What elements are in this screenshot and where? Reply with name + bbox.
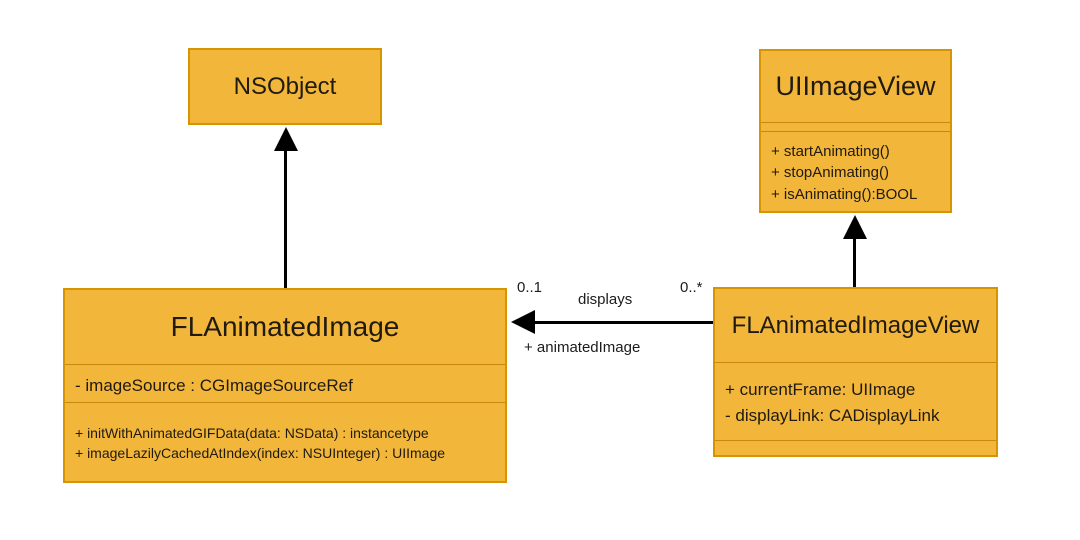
inheritance-arrowhead-icon [274,127,298,151]
association-arrowhead-icon [511,310,535,334]
method-line: + imageLazilyCachedAtIndex(index: NSUInt… [75,445,446,462]
inheritance-arrowhead-icon [843,215,867,239]
class-box-nsobject[interactable]: NSObject [188,48,382,125]
attributes-compartment-flanimatedimage: - imageSource : CGImageSourceRef [65,365,505,403]
method-line: + initWithAnimatedGIFData(data: NSData) … [75,425,429,441]
method-line: + isAnimating():BOOL [771,185,918,203]
multiplicity-label-target: 0..1 [517,279,543,296]
inheritance-edge-flanimatedimageview-uiimageview [853,236,856,287]
class-title-flanimatedimageview: FLAnimatedImageView [715,289,996,363]
association-role-label: + animatedImage [524,339,641,356]
class-title-uiimageview: UIImageView [761,51,950,123]
attribute-line: - imageSource : CGImageSourceRef [75,376,353,395]
attribute-line: + currentFrame: UIImage [725,380,916,399]
inheritance-edge-flanimatedimage-nsobject [284,148,287,288]
attributes-compartment-uiimageview [761,123,950,132]
attributes-compartment-flanimatedimageview: + currentFrame: UIImage - displayLink: C… [715,363,996,441]
class-title-flanimatedimage: FLAnimatedImage [65,290,505,365]
association-name-label: displays [578,291,633,308]
multiplicity-label-source: 0..* [680,279,703,296]
attribute-line: - displayLink: CADisplayLink [725,406,940,426]
class-box-flanimatedimageview[interactable]: FLAnimatedImageView + currentFrame: UIIm… [713,287,998,457]
method-line: + startAnimating() [771,143,890,160]
methods-compartment-uiimageview: + startAnimating() + stopAnimating() + i… [761,132,950,205]
association-edge-displays [532,321,713,324]
methods-compartment-flanimatedimage: + initWithAnimatedGIFData(data: NSData) … [65,403,505,464]
class-title-nsobject: NSObject [233,72,337,100]
method-line: + stopAnimating() [771,164,889,182]
class-box-flanimatedimage[interactable]: FLAnimatedImage - imageSource : CGImageS… [63,288,507,483]
class-box-uiimageview[interactable]: UIImageView + startAnimating() + stopAni… [759,49,952,213]
methods-compartment-flanimatedimageview [715,441,996,453]
